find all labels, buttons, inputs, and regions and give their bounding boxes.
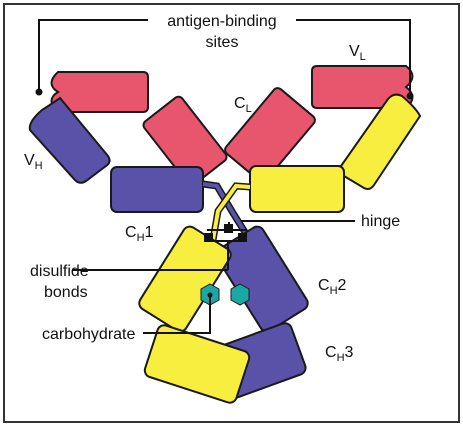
- vh-label: VH: [24, 152, 43, 172]
- ch1-label: CH1: [125, 224, 154, 244]
- left-ch1-domain: [110, 166, 204, 213]
- hinge-label: hinge: [361, 213, 400, 230]
- frame-border: [3, 3, 460, 423]
- sites-label: sites: [206, 34, 239, 51]
- cl-label: CL: [234, 95, 252, 115]
- antigen-binding-label: antigen-binding: [167, 13, 276, 30]
- carbohydrate-icons: [200, 283, 250, 306]
- left-vl-domain: [50, 71, 149, 113]
- left-cl-domain: [142, 95, 228, 187]
- ch3-label: CH3: [325, 344, 354, 364]
- right-arm: [224, 65, 422, 213]
- disulfide-label: disulfide: [30, 263, 89, 280]
- hinge-connectors: [202, 180, 251, 241]
- text-labels: antigen-binding sites VL CL VH CH1 hinge…: [24, 13, 400, 364]
- right-yellow-v-domain: [339, 93, 422, 190]
- vl-label: VL: [349, 43, 366, 63]
- fc-region: [138, 225, 309, 404]
- right-cl-domain: [224, 87, 316, 183]
- left-ch3-domain: [143, 324, 251, 404]
- right-vl-domain: [311, 65, 414, 109]
- left-vh-domain: [28, 96, 111, 184]
- carbohydrate-hexagon-right: [230, 283, 250, 306]
- leader-lines: [35, 19, 414, 334]
- right-ch1-yellow-domain: [249, 165, 345, 213]
- left-arm: [28, 71, 228, 213]
- carbohydrate-label: carbohydrate: [42, 326, 135, 343]
- bonds-label: bonds: [44, 284, 88, 301]
- ch2-label: CH2: [318, 277, 347, 297]
